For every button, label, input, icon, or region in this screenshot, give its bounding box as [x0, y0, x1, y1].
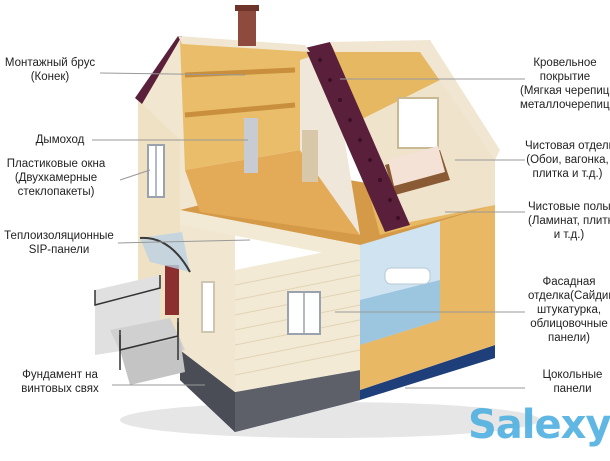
chimney-cap	[235, 5, 259, 11]
attic-back-wall	[300, 50, 360, 235]
plinth-panel	[235, 370, 360, 432]
chimney	[238, 8, 256, 46]
bedroom-window	[397, 97, 439, 149]
label-ridge: Монтажный брус (Конек)	[4, 57, 96, 83]
chimney-pipe	[244, 118, 258, 173]
label-facade: Фасадная отделка(Сайдинг, штукатурка, об…	[528, 276, 610, 344]
entrance-door	[165, 265, 179, 315]
label-roofing: Кровельное покрытие (Мягкая черепица, ме…	[520, 57, 610, 111]
label-sip-panels: Теплоизоляционные SIP-панели	[4, 230, 114, 256]
roof-edge-right	[330, 40, 500, 160]
label-finish-floors: Чистовые полы (Ламинат, плитка и т.д.)	[528, 201, 610, 241]
roof-covering	[305, 42, 410, 232]
leader-lines	[92, 72, 525, 389]
bed-linen	[388, 146, 445, 186]
label-windows: Пластиковые окна (Двухкамерные стеклопак…	[6, 158, 106, 198]
label-foundation: Фундамент на винтовых свях	[21, 369, 99, 395]
label-finish-walls: Чистовая отделка (Обои, вагонка, плитка …	[525, 140, 610, 180]
shingle-pattern	[318, 58, 400, 220]
side-window	[201, 281, 215, 333]
attic-door	[302, 130, 318, 182]
bathtub	[384, 267, 431, 285]
label-chimney: Дымоход	[35, 134, 85, 146]
watermark-logo: Salexy	[468, 402, 610, 448]
entrance-stairs	[94, 275, 185, 385]
slab-edge	[180, 210, 360, 260]
label-plinth: Цокольные панели	[542, 369, 603, 395]
attic-floor	[185, 150, 360, 235]
roof-edge-left	[135, 36, 182, 104]
plinth-side	[180, 350, 235, 432]
